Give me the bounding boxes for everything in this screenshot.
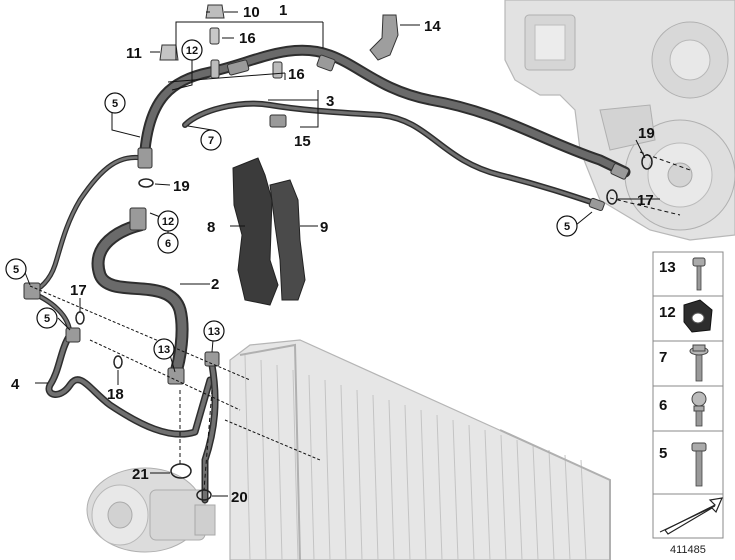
callout-15: 15: [294, 133, 311, 150]
compressor-ghost: [86, 467, 216, 553]
callout-11: 11: [126, 45, 142, 62]
svg-text:12: 12: [659, 304, 676, 321]
callout-14: 14: [424, 18, 441, 35]
circled-ref-6: 6: [157, 232, 179, 254]
callout-8: 8: [207, 219, 215, 236]
callout-17-left: 17: [70, 282, 87, 299]
svg-text:5: 5: [564, 221, 570, 233]
duct-panels: [232, 157, 306, 306]
callout-21: 21: [132, 466, 149, 483]
evaporator-housing-ghost: [504, 0, 735, 241]
refrigerant-hoses: [27, 44, 631, 504]
radiator-fin: [500, 434, 507, 560]
radiator-fin: [276, 364, 283, 560]
direction-arrow-icon: [659, 497, 723, 535]
radiator-fin: [324, 379, 331, 560]
radiator-fin: [388, 399, 395, 560]
radiator-fin: [436, 414, 443, 560]
radiator-fin: [244, 354, 251, 560]
legend-item-13: 13: [659, 257, 706, 291]
circled-ref-12-middle: 12: [157, 210, 179, 232]
svg-text:12: 12: [186, 45, 198, 57]
callout-17-right: 17: [637, 192, 654, 209]
radiator-fin: [340, 384, 347, 560]
svg-text:5: 5: [44, 313, 50, 325]
radiator-fin: [484, 429, 491, 560]
hose-fittings: [23, 54, 630, 385]
legend-item-12: 12: [659, 299, 713, 333]
circled-ref-5-left: 5: [5, 258, 27, 280]
radiator-fin: [356, 389, 363, 560]
svg-text:7: 7: [659, 349, 667, 366]
callout-3: 3: [326, 93, 334, 110]
radiator-fin: [452, 419, 459, 560]
radiator-fin: [580, 459, 587, 560]
callout-4: 4: [11, 376, 20, 393]
callout-9: 9: [320, 219, 328, 236]
callout-2: 2: [211, 276, 219, 293]
radiator-fin: [292, 369, 299, 560]
radiator-fin: [372, 394, 379, 560]
radiator-fin: [564, 454, 571, 560]
callout-18: 18: [107, 386, 124, 403]
condenser-radiator-ghost: [229, 339, 611, 560]
svg-text:7: 7: [208, 135, 214, 147]
svg-text:5: 5: [659, 445, 667, 462]
radiator-fin: [468, 424, 475, 560]
circled-references: 12 5 7 12 6 5 5 13: [5, 39, 578, 360]
small-parts: [159, 4, 399, 79]
fastener-legend: 13 12 7 6: [652, 251, 724, 539]
o-rings: [75, 154, 653, 501]
callout-1: 1: [279, 2, 287, 19]
callout-16-top: 16: [239, 30, 256, 47]
svg-text:6: 6: [659, 397, 667, 414]
circled-ref-5-right: 5: [556, 215, 578, 237]
radiator-fin: [260, 359, 267, 560]
svg-text:12: 12: [162, 216, 174, 228]
radiator-fin: [404, 404, 411, 560]
screw-icon: [691, 442, 707, 487]
radiator-fin: [516, 439, 523, 560]
circled-ref-7: 7: [200, 129, 222, 151]
clip-icon: [683, 299, 713, 333]
svg-text:13: 13: [659, 259, 676, 276]
leader-lines: [23, 11, 691, 497]
circled-ref-5-top-left: 5: [104, 92, 126, 114]
svg-text:5: 5: [13, 264, 19, 276]
svg-text:5: 5: [112, 98, 118, 110]
radiator-fin: [308, 374, 315, 560]
circled-ref-12-top: 12: [181, 39, 203, 61]
svg-text:13: 13: [208, 326, 220, 338]
legend-item-6: 6: [659, 391, 707, 427]
document-number: 411485: [670, 544, 706, 556]
flange-bolt-icon: [689, 344, 709, 382]
callout-numbers: 10 1 16 14 11 16 3 15 19 19 17 8 9 2 17 …: [11, 2, 655, 506]
callout-10: 10: [243, 4, 260, 21]
circled-ref-13-right: 13: [203, 320, 225, 342]
radiator-fin: [548, 449, 555, 560]
radiator-fin: [532, 444, 539, 560]
circled-ref-13-left: 13: [153, 338, 175, 360]
legend-item-7: 7: [659, 344, 709, 382]
callout-16-middle: 16: [288, 66, 305, 83]
bolt-icon: [692, 257, 706, 291]
svg-text:6: 6: [165, 238, 171, 250]
callout-19-left: 19: [173, 178, 190, 195]
callout-20: 20: [231, 489, 248, 506]
callout-19-right: 19: [638, 125, 655, 142]
legend-item-5: 5: [659, 442, 707, 487]
radiator-fin: [420, 409, 427, 560]
svg-text:13: 13: [158, 344, 170, 356]
ball-stud-icon: [691, 391, 707, 427]
circled-ref-5-lower-left: 5: [36, 307, 58, 329]
